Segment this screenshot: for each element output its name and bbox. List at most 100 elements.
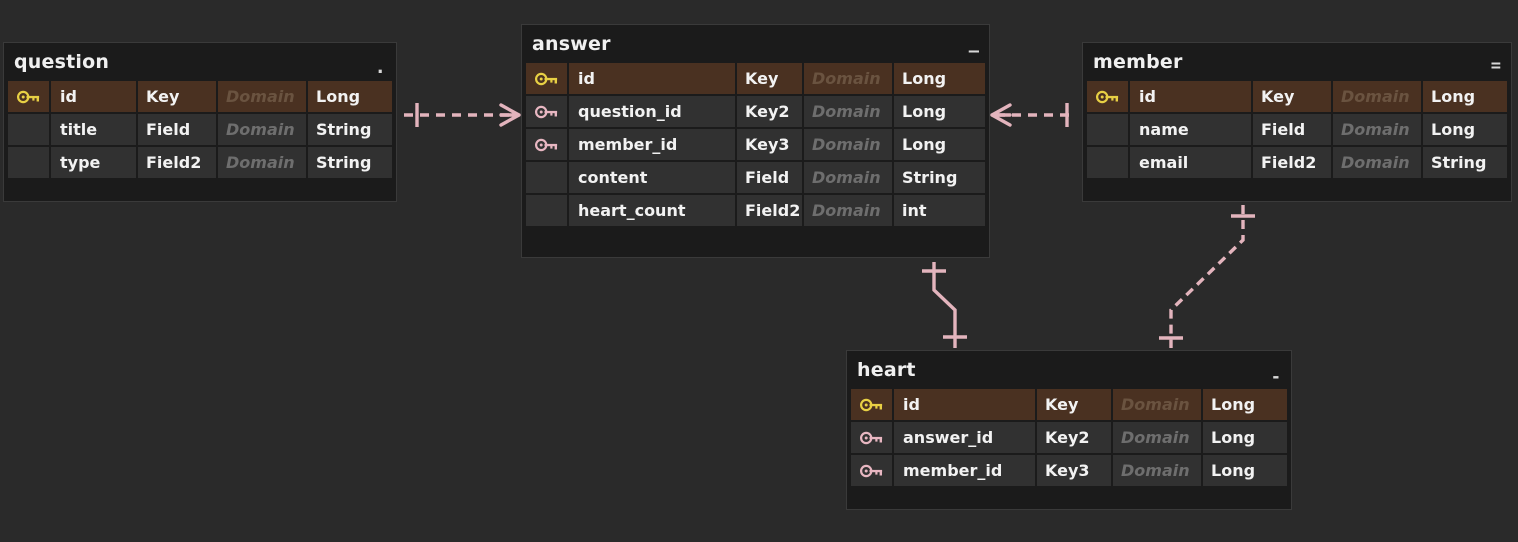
relationship-answer-heart[interactable] xyxy=(922,262,967,348)
field-name-cell[interactable]: member_id xyxy=(894,455,1035,486)
field-key-cell[interactable] xyxy=(526,129,567,160)
entity-title-bar-member[interactable]: member= xyxy=(1083,43,1511,81)
field-datatype-cell[interactable]: String xyxy=(894,162,985,193)
field-datatype-cell[interactable]: Long xyxy=(1203,455,1287,486)
field-name-cell[interactable]: id xyxy=(51,81,136,112)
field-domain-cell[interactable]: Domain xyxy=(804,129,892,160)
field-type-cell[interactable]: Field2 xyxy=(1253,147,1331,178)
field-domain-cell[interactable]: Domain xyxy=(1113,389,1201,420)
field-name-cell[interactable]: title xyxy=(51,114,136,145)
field-type-cell[interactable]: Field xyxy=(737,162,802,193)
field-domain-cell[interactable]: Domain xyxy=(1333,147,1421,178)
field-key-cell[interactable] xyxy=(1087,81,1128,112)
relationship-question-answer[interactable] xyxy=(404,103,521,127)
field-domain-cell[interactable]: Domain xyxy=(1333,114,1421,145)
field-domain-cell[interactable]: Domain xyxy=(804,96,892,127)
field-key-cell[interactable] xyxy=(526,195,567,226)
field-domain-cell[interactable]: Domain xyxy=(1333,81,1421,112)
field-type-cell[interactable]: Key xyxy=(737,63,802,94)
minimize-icon[interactable]: – xyxy=(968,41,979,61)
field-datatype-cell[interactable]: Long xyxy=(1203,389,1287,420)
field-datatype-cell[interactable]: Long xyxy=(1423,81,1507,112)
field-name-cell[interactable]: name xyxy=(1130,114,1251,145)
field-key-cell[interactable] xyxy=(526,96,567,127)
field-datatype-cell[interactable]: String xyxy=(308,114,392,145)
entity-title-bar-heart[interactable]: heart- xyxy=(847,351,1291,389)
field-key-cell[interactable] xyxy=(8,147,49,178)
field-datatype-cell[interactable]: String xyxy=(1423,147,1507,178)
field-type-cell[interactable]: Key xyxy=(1253,81,1331,112)
entity-title-bar-question[interactable]: question. xyxy=(4,43,396,81)
field-name-cell[interactable]: email xyxy=(1130,147,1251,178)
field-name-cell[interactable]: id xyxy=(1130,81,1251,112)
field-domain-cell[interactable]: Domain xyxy=(218,147,306,178)
field-type-cell[interactable]: Field2 xyxy=(138,147,216,178)
field-domain-cell[interactable]: Domain xyxy=(1113,455,1201,486)
field-datatype-cell[interactable]: int xyxy=(894,195,985,226)
field-key-cell[interactable] xyxy=(526,162,567,193)
field-key-cell[interactable] xyxy=(851,422,892,453)
field-domain-cell[interactable]: Domain xyxy=(218,114,306,145)
field-key-cell[interactable] xyxy=(526,63,567,94)
field-datatype-cell[interactable]: String xyxy=(308,147,392,178)
field-name-cell[interactable]: type xyxy=(51,147,136,178)
relationship-answer-member[interactable] xyxy=(990,103,1076,127)
field-key-cell[interactable] xyxy=(8,81,49,112)
field-name-cell[interactable]: question_id xyxy=(569,96,735,127)
field-domain-cell[interactable]: Domain xyxy=(1113,422,1201,453)
field-domain-cell[interactable]: Domain xyxy=(804,162,892,193)
field-name-cell[interactable]: member_id xyxy=(569,129,735,160)
field-key-cell[interactable] xyxy=(8,114,49,145)
resize-icon[interactable]: = xyxy=(1490,56,1501,76)
field-key-cell[interactable] xyxy=(851,455,892,486)
field-name-cell[interactable]: content xyxy=(569,162,735,193)
field-datatype-cell[interactable]: Long xyxy=(894,63,985,94)
field-datatype-cell[interactable]: Long xyxy=(308,81,392,112)
field-type-cell[interactable]: Key xyxy=(1037,389,1111,420)
entity-title-bar-answer[interactable]: answer– xyxy=(522,25,989,63)
relationship-member-heart[interactable] xyxy=(1159,205,1255,348)
collapse-dot-icon[interactable]: . xyxy=(374,56,386,78)
collapse-icon[interactable]: - xyxy=(1270,367,1281,387)
field-key-cell[interactable] xyxy=(1087,114,1128,145)
field-name-cell[interactable]: id xyxy=(894,389,1035,420)
field-datatype-cell[interactable]: Long xyxy=(894,96,985,127)
field-datatype-cell[interactable]: Long xyxy=(1423,114,1507,145)
field-name-cell[interactable]: heart_count xyxy=(569,195,735,226)
field-type-cell[interactable]: Field xyxy=(138,114,216,145)
field-key-cell[interactable] xyxy=(1087,147,1128,178)
field-type-cell[interactable]: Key3 xyxy=(1037,455,1111,486)
field-type-cell[interactable]: Key xyxy=(138,81,216,112)
field-key-cell[interactable] xyxy=(851,389,892,420)
field-name-cell[interactable]: id xyxy=(569,63,735,94)
field-domain-cell[interactable]: Domain xyxy=(218,81,306,112)
field-datatype-cell[interactable]: Long xyxy=(894,129,985,160)
field-type-cell[interactable]: Key2 xyxy=(737,96,802,127)
field-type-cell[interactable]: Field xyxy=(1253,114,1331,145)
field-domain-cell[interactable]: Domain xyxy=(804,195,892,226)
field-datatype-cell[interactable]: Long xyxy=(1203,422,1287,453)
field-type-cell[interactable]: Key3 xyxy=(737,129,802,160)
field-type-cell[interactable]: Field2 xyxy=(737,195,802,226)
field-name-cell[interactable]: answer_id xyxy=(894,422,1035,453)
field-domain-cell[interactable]: Domain xyxy=(804,63,892,94)
